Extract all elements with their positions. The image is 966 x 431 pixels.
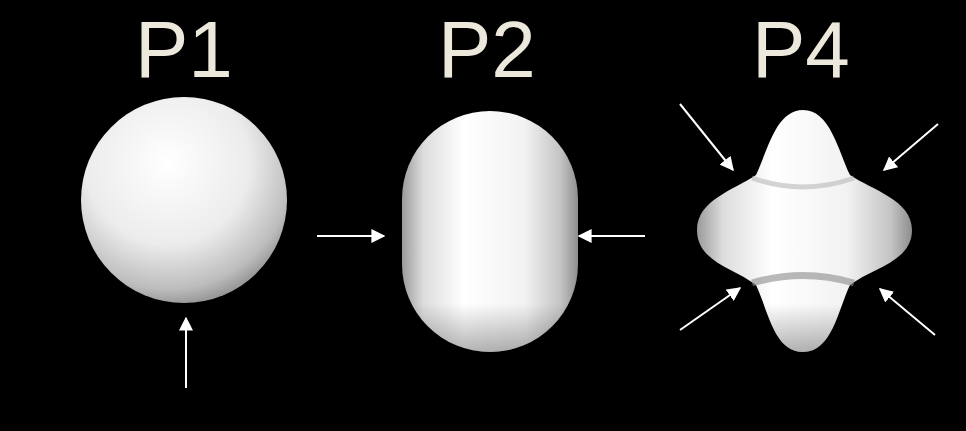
lobed-shadow: [697, 110, 912, 352]
lobed-shape: [697, 110, 912, 352]
shape-label: P1: [135, 10, 233, 90]
force-arrows: [186, 104, 938, 388]
crease: [752, 178, 854, 187]
capsule: [402, 111, 578, 352]
shape-label: P4: [752, 10, 850, 90]
shape-label: P2: [438, 10, 536, 90]
capsule-shadow: [402, 111, 578, 352]
crease: [752, 276, 854, 284]
sphere: [81, 97, 287, 303]
